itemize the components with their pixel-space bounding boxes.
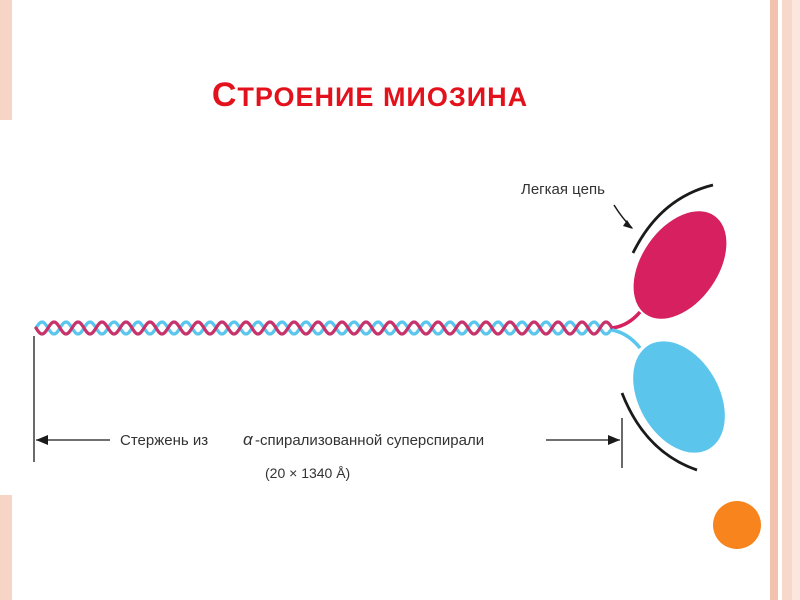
frame-decoration-left-top	[0, 0, 12, 120]
rod-dimensions-label: (20 × 1340 Å)	[265, 465, 350, 481]
rod-label-suffix: -спирализованной суперспирали	[255, 432, 484, 449]
light-chain-arc-top	[631, 183, 714, 254]
light-chain-label: Легкая цепь	[521, 181, 605, 198]
myosin-head-bottom	[633, 341, 725, 453]
light-chain-arc-bottom	[620, 392, 698, 472]
slide-title: Строение миозина	[211, 76, 529, 114]
light-chain-pointer-arrowhead	[623, 220, 633, 229]
frame-decoration-left-bottom	[0, 495, 12, 600]
helix-strand-pink	[34, 320, 614, 336]
rod-label-prefix: Стержень из	[120, 432, 208, 449]
rod-label: Стержень из α -спирализованной суперспир…	[120, 430, 484, 449]
rod-label-alpha: α	[243, 430, 254, 449]
decorative-orange-circle	[713, 501, 761, 549]
rod-dimension-arrow-right	[608, 435, 620, 445]
frame-decoration-right	[766, 0, 800, 600]
neck-to-top-head	[611, 310, 642, 330]
rod-dimension-arrow-left	[36, 435, 48, 445]
myosin-head-top	[633, 211, 727, 319]
neck-to-bottom-head	[611, 328, 642, 350]
